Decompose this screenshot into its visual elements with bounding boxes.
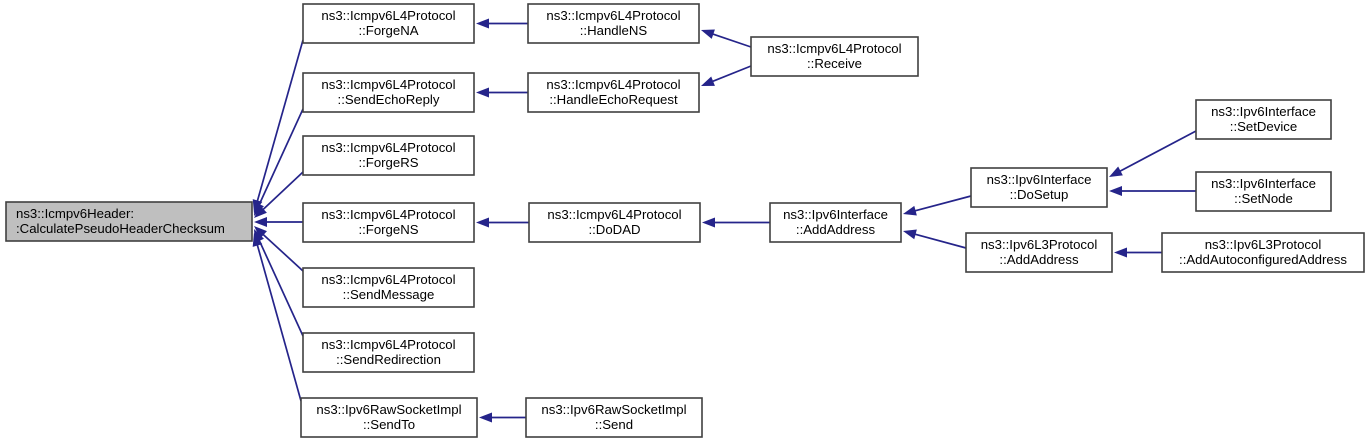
graph-node-rawsendto[interactable]: ns3::Ipv6RawSocketImpl::SendTo <box>300 397 478 438</box>
node-label-line1: ns3::Icmpv6L4Protocol <box>321 337 455 352</box>
node-label-line2: ::SetNode <box>1234 191 1293 206</box>
node-label-line2: ::ForgeRS <box>358 155 418 170</box>
graph-node-forgers[interactable]: ns3::Icmpv6L4Protocol::ForgeRS <box>302 135 475 176</box>
edge-layer <box>252 18 1197 423</box>
node-label-line2: ::SendMessage <box>343 287 435 302</box>
graph-node-rawsend[interactable]: ns3::Ipv6RawSocketImpl::Send <box>525 397 703 438</box>
call-edge <box>254 217 303 227</box>
call-edge <box>254 171 304 218</box>
call-edge <box>479 412 526 423</box>
graph-node-forgena[interactable]: ns3::Icmpv6L4Protocol::ForgeNA <box>302 3 475 44</box>
graph-node-sendechoreply[interactable]: ns3::Icmpv6L4Protocol::SendEchoReply <box>302 72 475 113</box>
call-edge <box>476 87 528 98</box>
node-label-line1: ns3::Ipv6Interface <box>1211 176 1316 191</box>
graph-node-setnode[interactable]: ns3::Ipv6Interface::SetNode <box>1195 171 1332 212</box>
call-edge <box>254 226 304 272</box>
call-edge <box>252 233 302 402</box>
node-label-line1: ns3::Icmpv6Header: <box>16 206 134 221</box>
node-label-line2: ::SendRedirection <box>336 352 441 367</box>
graph-node-l3addaddress[interactable]: ns3::Ipv6L3Protocol::AddAddress <box>965 232 1113 273</box>
node-label-line1: ns3::Icmpv6L4Protocol <box>321 272 455 287</box>
graph-node-addautoconf[interactable]: ns3::Ipv6L3Protocol::AddAutoconfiguredAd… <box>1161 232 1365 273</box>
graph-node-dodad[interactable]: ns3::Icmpv6L4Protocol::DoDAD <box>528 202 701 243</box>
node-label-line2: ::DoDAD <box>588 222 640 237</box>
node-label-line1: ns3::Icmpv6L4Protocol <box>546 77 680 92</box>
graph-node-sendredirection[interactable]: ns3::Icmpv6L4Protocol::SendRedirection <box>302 332 475 373</box>
call-edge <box>701 29 752 48</box>
graph-node-dosetup[interactable]: ns3::Ipv6Interface::DoSetup <box>970 167 1108 208</box>
node-label-line1: ns3::Icmpv6L4Protocol <box>321 77 455 92</box>
call-edge <box>701 65 752 86</box>
node-label-line2: ::SendEchoReply <box>338 92 440 107</box>
graph-node-handlens[interactable]: ns3::Icmpv6L4Protocol::HandleNS <box>527 3 700 44</box>
call-edge <box>1109 130 1197 177</box>
node-label-line2: ::DoSetup <box>1010 187 1069 202</box>
call-edge <box>1109 186 1196 196</box>
graph-node-receive[interactable]: ns3::Icmpv6L4Protocol::Receive <box>750 36 919 77</box>
graph-node-forgens[interactable]: ns3::Icmpv6L4Protocol::ForgeNS <box>302 202 475 243</box>
node-label-line2: ::HandleEchoRequest <box>549 92 678 107</box>
call-edge <box>1114 247 1162 258</box>
node-label-line1: ns3::Icmpv6L4Protocol <box>321 207 455 222</box>
node-label-line2: ::HandleNS <box>580 23 648 38</box>
graph-node-ifaddaddress[interactable]: ns3::Ipv6Interface::AddAddress <box>769 202 902 243</box>
graph-node-setdevice[interactable]: ns3::Ipv6Interface::SetDevice <box>1195 99 1332 140</box>
call-edge <box>903 229 967 249</box>
node-label-line1: ns3::Icmpv6L4Protocol <box>321 140 455 155</box>
node-label-line1: ns3::Ipv6RawSocketImpl <box>316 402 461 417</box>
node-label-line1: ns3::Icmpv6L4Protocol <box>321 8 455 23</box>
node-label-line1: ns3::Ipv6Interface <box>987 172 1092 187</box>
node-label-line2: ::Receive <box>807 56 862 71</box>
node-label-line2: ::AddAddress <box>999 252 1079 267</box>
call-edge <box>476 217 529 228</box>
node-label-line1: ns3::Ipv6Interface <box>783 207 888 222</box>
node-label-line1: ns3::Ipv6L3Protocol <box>1205 237 1322 252</box>
node-label-line2: ::SendTo <box>363 417 415 432</box>
node-label-line1: ns3::Ipv6Interface <box>1211 104 1316 119</box>
node-label-line1: ns3::Ipv6RawSocketImpl <box>541 402 686 417</box>
node-label-line1: ns3::Ipv6L3Protocol <box>981 237 1098 252</box>
graph-node-handleechorequest[interactable]: ns3::Icmpv6L4Protocol::HandleEchoRequest <box>527 72 700 113</box>
call-edge <box>903 195 972 216</box>
node-label-line1: ns3::Icmpv6L4Protocol <box>547 207 681 222</box>
graph-node-root[interactable]: ns3::Icmpv6Header::CalculatePseudoHeader… <box>5 201 253 242</box>
node-label-line2: ::AddAddress <box>796 222 876 237</box>
call-edge <box>702 217 770 228</box>
graph-node-sendmessage[interactable]: ns3::Icmpv6L4Protocol::SendMessage <box>302 267 475 308</box>
node-label-line2: ::Send <box>595 417 633 432</box>
node-label-line2: ::ForgeNA <box>358 23 418 38</box>
node-layer: ns3::Icmpv6Header::CalculatePseudoHeader… <box>5 3 1365 438</box>
node-label-line2: ::AddAutoconfiguredAddress <box>1179 252 1347 267</box>
node-label-line2: :CalculatePseudoHeaderChecksum <box>16 221 225 236</box>
node-label-line2: ::SetDevice <box>1230 119 1297 134</box>
call-edge <box>476 18 528 29</box>
node-label-line1: ns3::Icmpv6L4Protocol <box>546 8 680 23</box>
node-label-line1: ns3::Icmpv6L4Protocol <box>767 41 901 56</box>
node-label-line2: ::ForgeNS <box>358 222 418 237</box>
